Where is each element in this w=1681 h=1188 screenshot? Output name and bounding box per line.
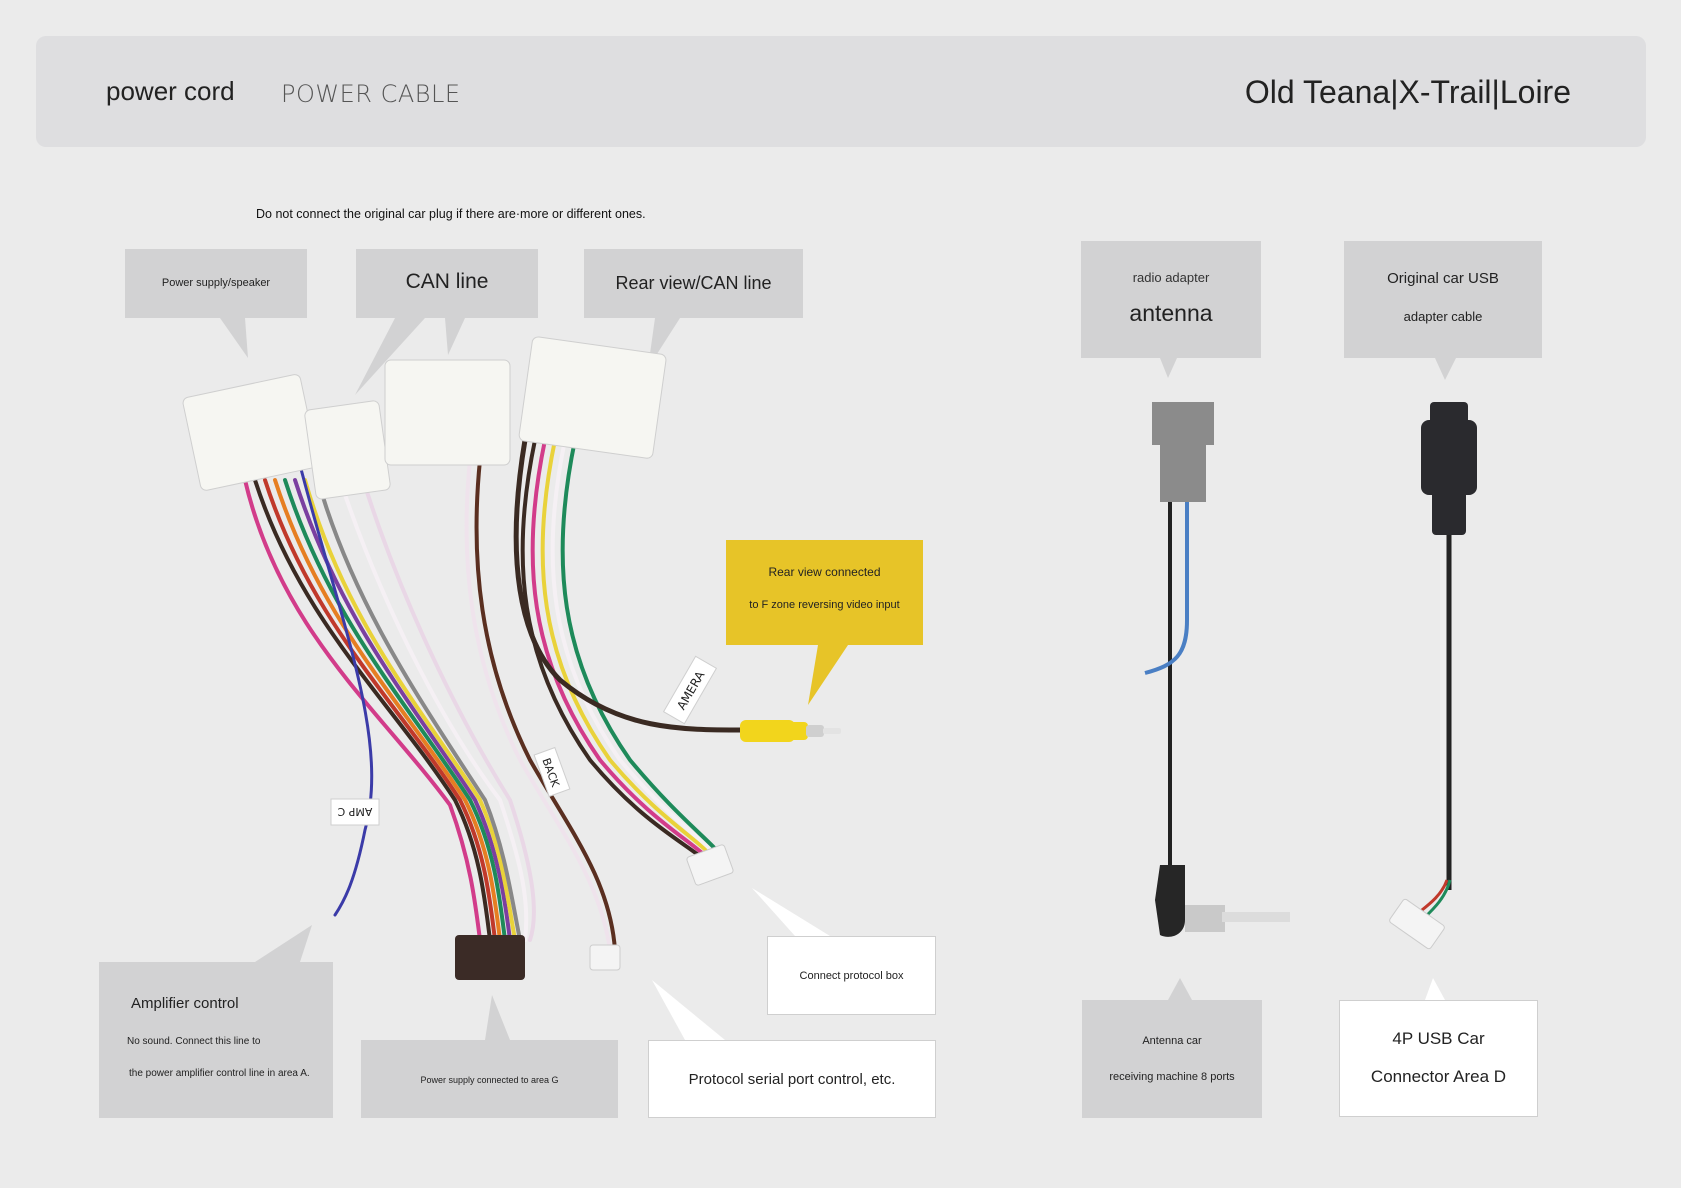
usb-adapter — [1389, 402, 1477, 950]
callout-tail — [1168, 978, 1192, 1000]
callout-can-line: CAN line — [356, 249, 538, 318]
callout-protocol-box: Connect protocol box — [767, 936, 936, 1015]
vehicle-model: Old Teana|X-Trail|Loire — [1244, 74, 1571, 110]
callout-antenna-car: Antenna car receiving machine 8 ports — [1082, 1000, 1262, 1118]
page-title: power cord — [106, 76, 235, 106]
callout-rear-view-can-line: Rear view/CAN line — [584, 249, 803, 318]
callout-power-supply-speaker: Power supply/speaker — [125, 249, 307, 318]
callout-tail — [220, 318, 248, 358]
callout-tail — [1425, 978, 1445, 1000]
warning-note: Do not connect the original car plug if … — [256, 207, 646, 221]
harness-wires — [243, 437, 748, 952]
amp-tag: AMP C — [337, 805, 372, 818]
callout-rear-view-connected: Rear view connected to F zone reversing … — [726, 540, 923, 645]
header-bar: power cord POWER CABLE Old Teana|X-Trail… — [36, 36, 1646, 147]
antenna-adapter — [1144, 402, 1290, 937]
callout-tail — [808, 645, 848, 705]
callout-power-area-g: Power supply connected to area G — [361, 1040, 618, 1118]
callout-tail — [445, 318, 465, 355]
callout-tail — [1160, 358, 1177, 378]
callout-tail — [1435, 358, 1456, 380]
callout-radio-adapter: radio adapter antenna — [1081, 241, 1261, 358]
callout-tail — [355, 318, 425, 395]
callout-protocol-serial: Protocol serial port control, etc. — [648, 1040, 936, 1118]
callout-tail — [752, 888, 830, 936]
callout-tail — [652, 980, 725, 1040]
callout-tail — [485, 995, 510, 1040]
callout-tail — [255, 925, 312, 962]
page-subtitle: POWER CABLE — [281, 80, 461, 108]
harness-connectors — [182, 336, 841, 980]
callout-usb-area-d: 4P USB Car Connector Area D — [1339, 1000, 1538, 1117]
callout-amplifier-control: Amplifier control No sound. Connect this… — [99, 962, 333, 1118]
callout-original-usb: Original car USB adapter cable — [1344, 241, 1542, 358]
